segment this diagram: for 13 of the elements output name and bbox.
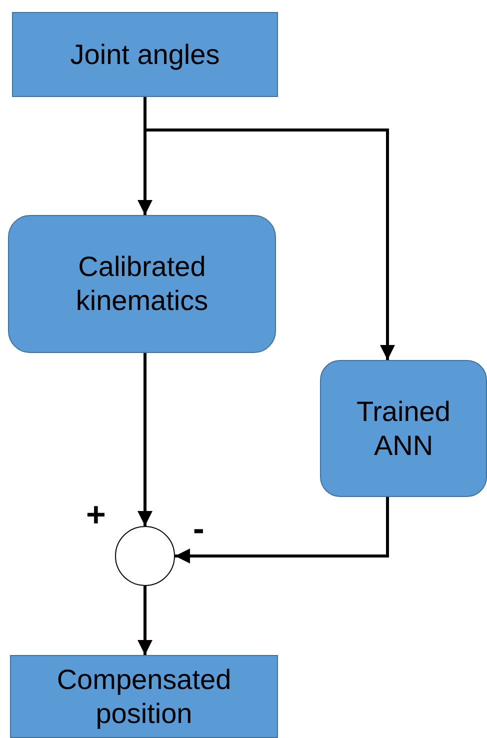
arrow <box>175 497 389 564</box>
block-box <box>10 655 278 738</box>
node-label: Joint angles <box>70 38 220 72</box>
arrow <box>138 353 152 526</box>
node-label: Compensated position <box>56 662 232 730</box>
sign-label: - <box>193 512 204 546</box>
process-box <box>320 360 487 497</box>
block-box <box>12 12 278 97</box>
node-label: Trained ANN <box>356 394 452 462</box>
process-box <box>8 215 276 353</box>
sign-label: + <box>86 498 106 532</box>
node-label: Calibrated kinematics <box>74 250 210 318</box>
arrow <box>138 586 152 655</box>
